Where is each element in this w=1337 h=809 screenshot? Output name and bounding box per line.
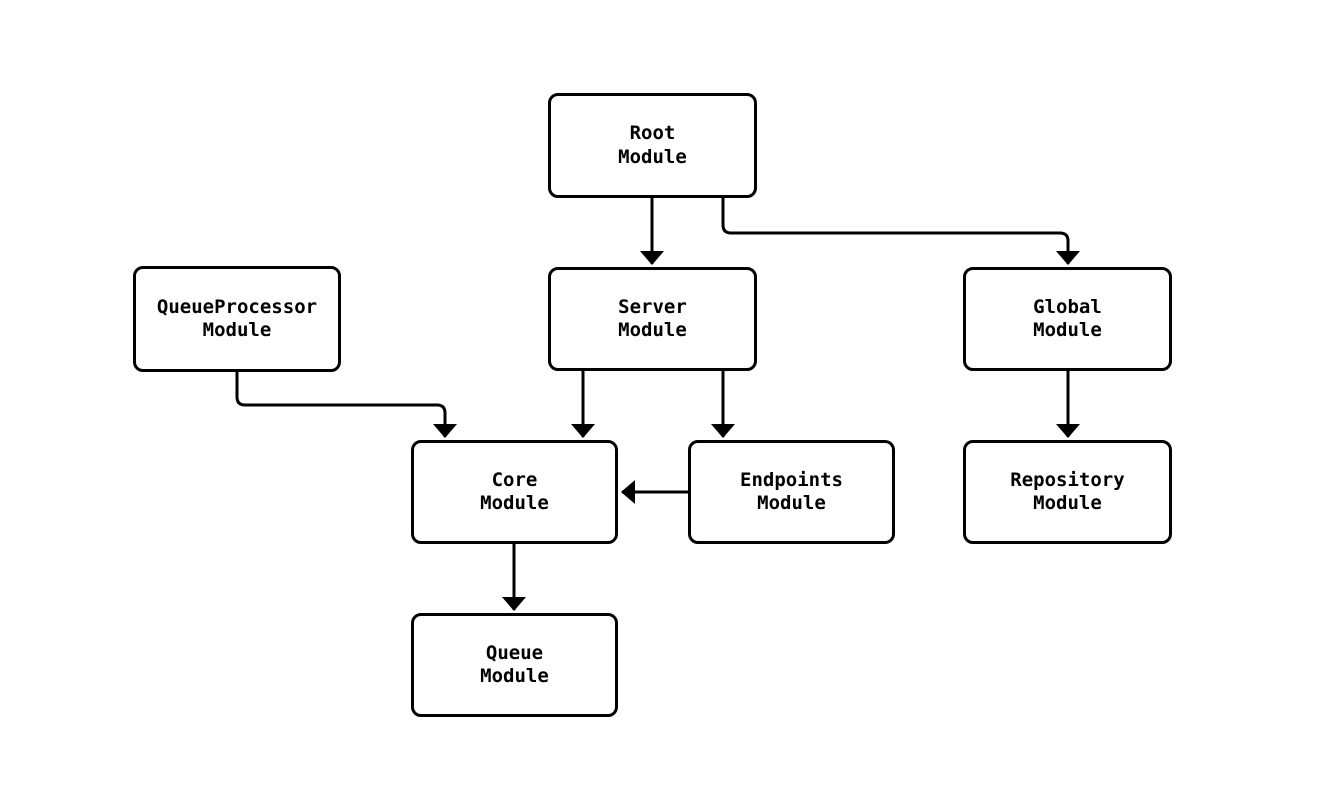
node-core-module: Core Module [411, 440, 618, 544]
node-label-line2: Module [480, 492, 549, 514]
node-label-line2: Module [618, 145, 687, 168]
node-endpoints-module: Endpoints Module [688, 440, 895, 544]
node-label-line2: Module [1033, 319, 1102, 341]
node-root-module: Root Module [548, 93, 757, 198]
node-label-line1: QueueProcessor [156, 295, 318, 318]
node-label-line2: Module [1033, 492, 1102, 514]
node-label-line1: Server [618, 295, 687, 318]
node-queue-module: Queue Module [411, 613, 618, 717]
edge-root-to-global [721, 198, 1080, 265]
node-label-line2: Module [202, 319, 272, 341]
node-label-line1: Endpoints [740, 468, 843, 491]
node-label-line2: Module [618, 319, 687, 341]
node-server-module: Server Module [548, 267, 757, 371]
node-label-line1: Repository [1010, 468, 1125, 491]
node-label-line1: Core [491, 468, 538, 491]
edge-queueprocessor-to-core [235, 372, 457, 438]
node-label-line1: Queue [485, 641, 544, 664]
node-label-line1: Global [1033, 295, 1102, 318]
node-queueprocessor-module: QueueProcessor Module [133, 266, 341, 372]
node-label-line2: Module [757, 492, 826, 514]
node-label-line1: Root [629, 122, 676, 145]
node-repository-module: Repository Module [963, 440, 1172, 544]
node-global-module: Global Module [963, 267, 1172, 371]
node-label-line2: Module [480, 665, 549, 687]
